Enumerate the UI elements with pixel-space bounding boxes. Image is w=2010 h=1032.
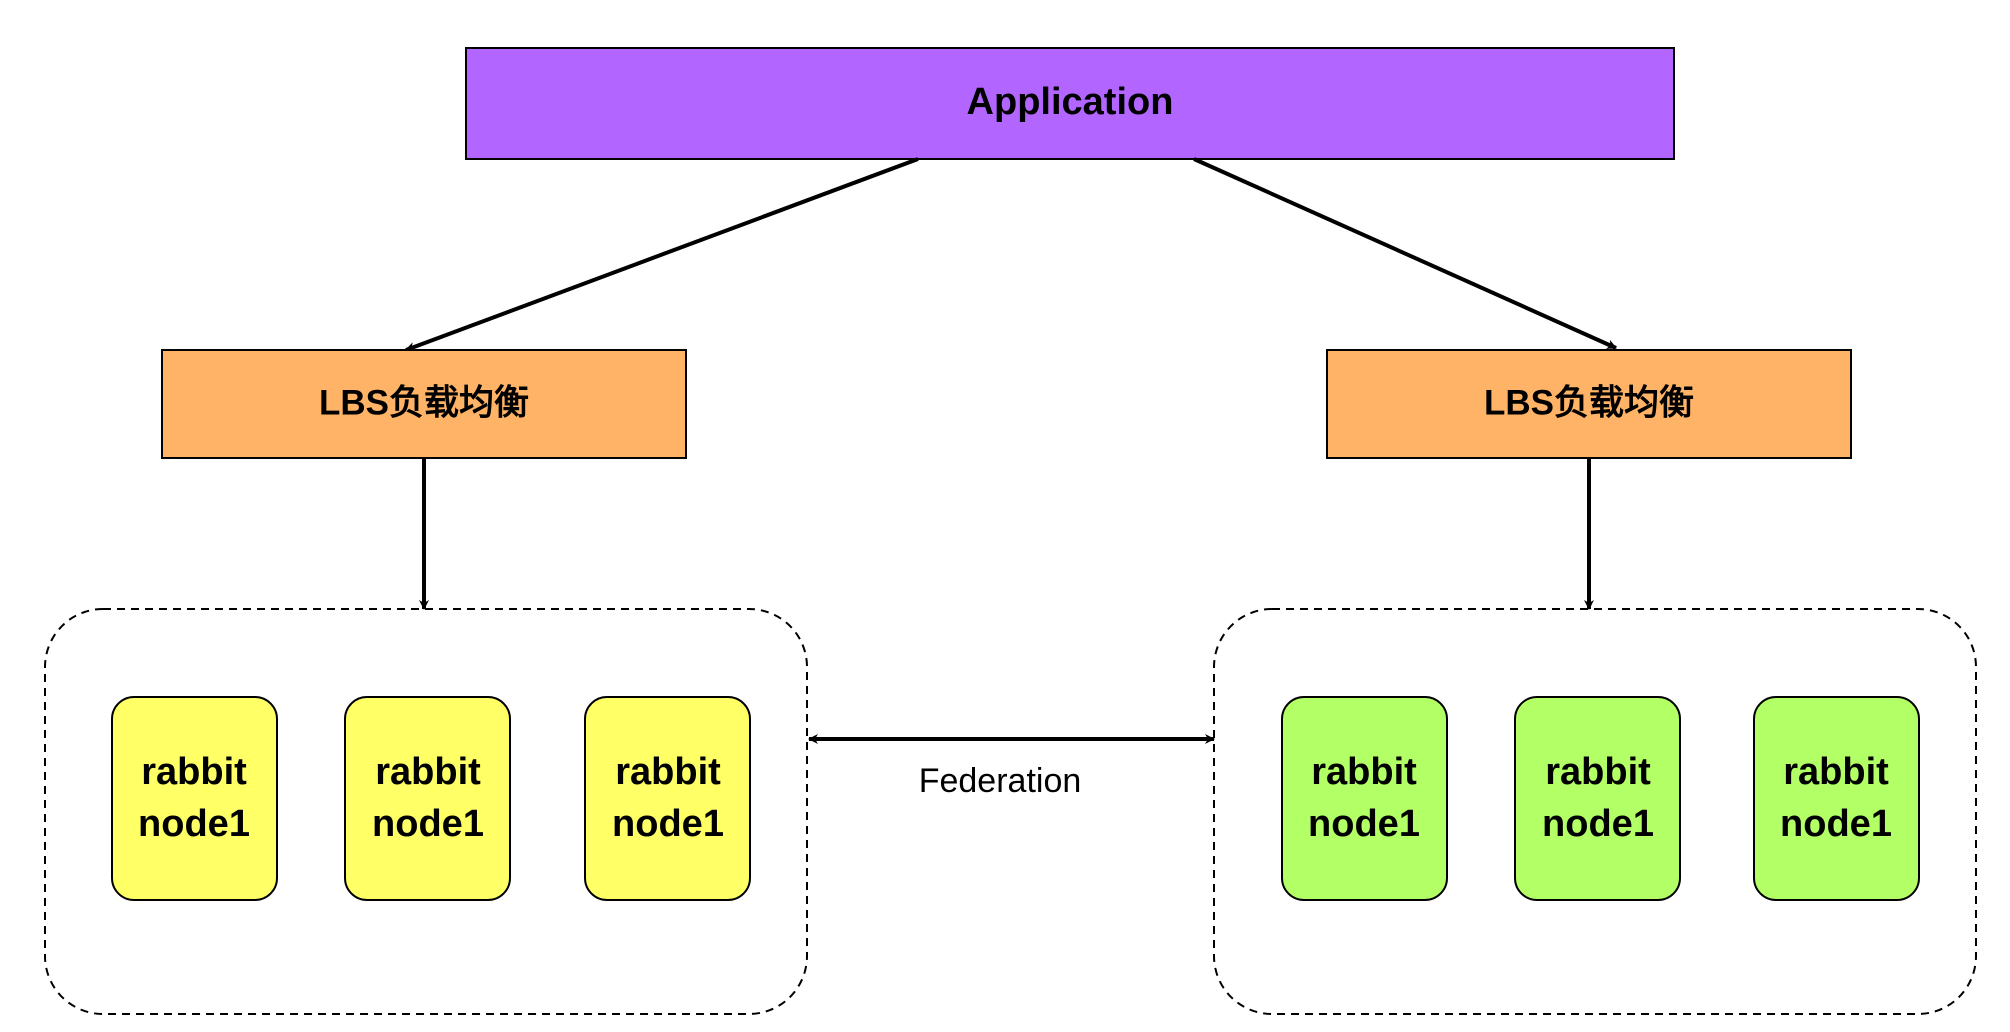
node-box — [584, 696, 751, 901]
node-box — [1514, 696, 1681, 901]
rabbit-node-left-1: rabbit node1 — [111, 696, 278, 901]
node-box — [1281, 696, 1448, 901]
federation-label: Federation — [919, 762, 1082, 800]
lbs-box-left — [161, 349, 687, 459]
lbs-label-left: LBS负载均衡 — [319, 383, 529, 422]
application-box — [465, 47, 1675, 160]
node-box — [1753, 696, 1920, 901]
cluster-right — [1213, 608, 1977, 1015]
node-label-line2: node1 — [372, 803, 484, 845]
lbs-node-left: LBS负载均衡 — [161, 349, 687, 459]
node-box — [111, 696, 278, 901]
node-label-line1: rabbit — [375, 751, 481, 793]
application-label: Application — [967, 81, 1174, 123]
rabbit-node-left-3: rabbit node1 — [584, 696, 751, 901]
cluster-left — [44, 608, 808, 1015]
node-label-line1: rabbit — [615, 751, 721, 793]
application-node: Application — [465, 47, 1675, 160]
rabbit-node-right-1: rabbit node1 — [1281, 696, 1448, 901]
node-label-line1: rabbit — [1545, 751, 1651, 793]
rabbit-node-left-2: rabbit node1 — [344, 696, 511, 901]
arrow-app-to-lbs-left — [405, 157, 919, 352]
lbs-label-right: LBS负载均衡 — [1484, 383, 1694, 422]
lbs-node-right: LBS负载均衡 — [1326, 349, 1852, 459]
node-box — [344, 696, 511, 901]
node-label-line2: node1 — [1542, 803, 1654, 845]
rabbit-node-right-3: rabbit node1 — [1753, 696, 1920, 901]
node-label-line2: node1 — [1780, 803, 1892, 845]
node-label-line1: rabbit — [141, 751, 247, 793]
node-label-line1: rabbit — [1783, 751, 1889, 793]
rabbit-node-right-2: rabbit node1 — [1514, 696, 1681, 901]
node-label-line2: node1 — [138, 803, 250, 845]
node-label-line1: rabbit — [1311, 751, 1417, 793]
arrow-app-to-lbs-right — [1193, 157, 1617, 350]
lbs-box-right — [1326, 349, 1852, 459]
node-label-line2: node1 — [1308, 803, 1420, 845]
node-label-line2: node1 — [612, 803, 724, 845]
